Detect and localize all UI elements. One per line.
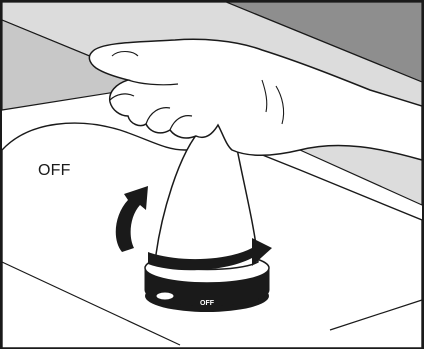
knob-indicator (156, 292, 174, 300)
panel-off-label: OFF (38, 162, 71, 180)
knob-off-label: OFF (200, 300, 215, 307)
